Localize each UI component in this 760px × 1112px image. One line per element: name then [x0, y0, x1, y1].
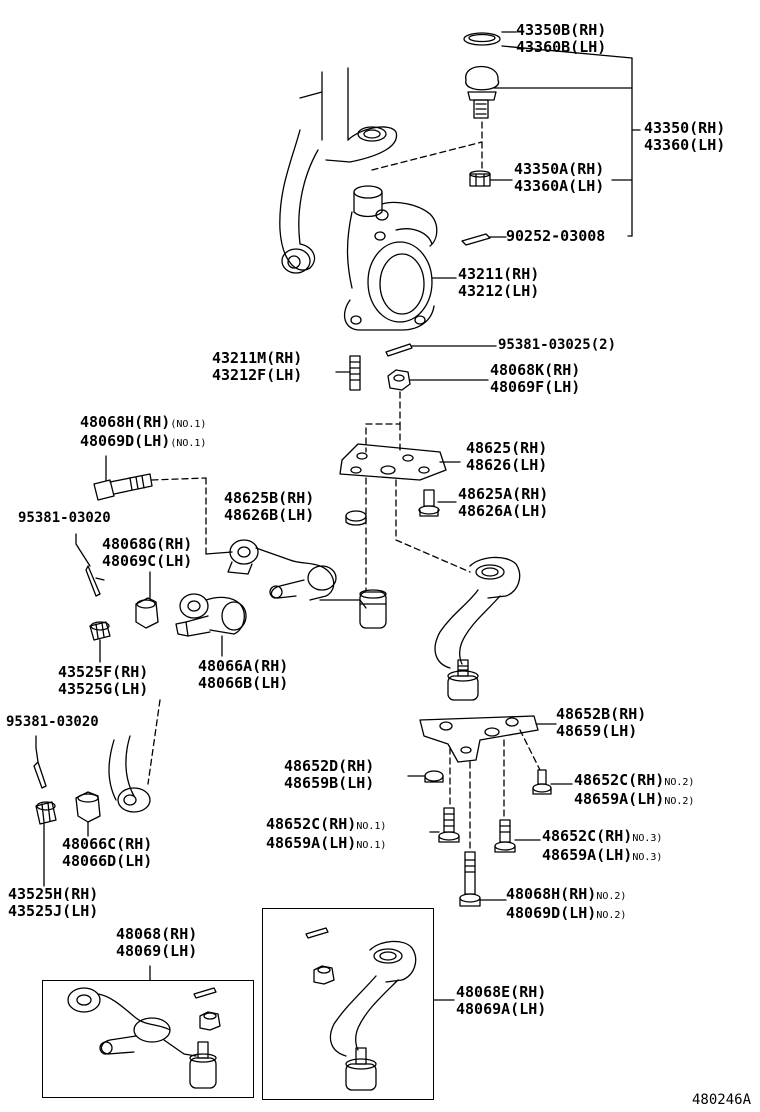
ball-joint-part — [465, 66, 500, 119]
cotter-pin-part — [461, 233, 491, 246]
label-48652d: 48652D(RH)48659B(LH) — [284, 757, 375, 792]
label-43525h: 43525H(RH)43525J(LH) — [8, 885, 99, 920]
guide-line — [371, 141, 483, 171]
label-48068k: 48068K(RH)48069F(LH) — [490, 361, 581, 396]
idler-arm-ghost-part — [108, 735, 151, 813]
label-95381-03020-upper: 95381-03020 — [18, 510, 111, 526]
label-95381-03020-lower: 95381-03020 — [6, 714, 99, 730]
cotter-pin-part — [33, 761, 47, 789]
tie-rod-end-part — [175, 593, 247, 637]
steering-knuckle-part — [343, 185, 438, 331]
label-48652b: 48652B(RH)48659(LH) — [556, 705, 647, 740]
pitman-arm-part — [434, 556, 521, 701]
flange-bolt-part — [532, 769, 552, 795]
label-48068g: 48068G(RH)48069C(LH) — [102, 535, 193, 570]
label-48068e: 48068E(RH)48069A(LH) — [456, 983, 547, 1018]
leader-line — [35, 735, 39, 763]
label-48066c: 48066C(RH)48066D(LH) — [62, 835, 153, 870]
snap-ring-part — [463, 32, 501, 46]
label-48066a: 48066A(RH)48066B(LH) — [198, 657, 289, 692]
mounting-plate-part — [339, 443, 447, 481]
tie-rod-assembly-part — [227, 539, 387, 629]
lower-bracket-part — [419, 715, 539, 763]
collar-nut-part — [135, 597, 159, 629]
stud-bolt-part — [349, 355, 361, 391]
flange-bolt-part — [438, 807, 460, 843]
label-48625: 48625(RH)48626(LH) — [466, 439, 548, 474]
label-43211m: 43211M(RH)43212F(LH) — [212, 349, 303, 384]
label-43350: 43350(RH)43360(LH) — [644, 119, 726, 154]
long-bolt-part — [93, 473, 153, 501]
leader-line — [501, 45, 633, 59]
guide-line — [147, 699, 161, 785]
guide-line — [365, 391, 401, 453]
assembly-frame-right — [262, 908, 434, 1100]
label-48068h-no2: 48068H(RH)NO.2) 48069D(LH)NO.2) — [506, 885, 627, 922]
castle-nut-part — [35, 801, 57, 825]
label-48625a: 48625A(RH)48626A(LH) — [458, 485, 549, 520]
label-48652c-no3: 48652C(RH)NO.3) 48659A(LH)NO.3) — [542, 827, 663, 864]
strut-ghost-part — [279, 67, 398, 274]
flange-nut-part — [424, 770, 444, 783]
label-43211: 43211(RH)43212(LH) — [458, 265, 540, 300]
guide-line — [395, 479, 471, 573]
label-48068h-no1: 48068H(RH)(NO.1) 48069D(LH)(NO.1) — [80, 413, 207, 450]
label-48652c-no2: 48652C(RH)NO.2) 48659A(LH)NO.2) — [574, 771, 695, 808]
label-43525f: 43525F(RH)43525G(LH) — [58, 663, 149, 698]
guide-line — [151, 477, 207, 481]
leader-line — [75, 533, 91, 567]
label-43350b: 43350B(RH)43360B(LH) — [516, 21, 607, 56]
castle-nut-part — [469, 170, 491, 187]
flange-bolt-part — [494, 819, 516, 853]
leader-line — [205, 551, 233, 555]
label-90252: 90252-03008 — [506, 227, 606, 245]
flange-nut-part — [345, 510, 367, 526]
figure-id: 480246A — [692, 1092, 752, 1108]
label-48625b: 48625B(RH)48626B(LH) — [224, 489, 315, 524]
flange-bolt-part — [418, 489, 440, 517]
castle-nut-part — [89, 621, 111, 641]
collar-nut-part — [75, 791, 101, 823]
label-95381-03025: 95381-03025(2) — [498, 337, 617, 353]
cotter-pin-part — [85, 565, 105, 597]
assembly-box-right — [305, 927, 417, 1091]
guide-line — [519, 729, 541, 771]
hex-nut-part — [387, 369, 411, 391]
label-48652c-no1: 48652C(RH)NO.1) 48659A(LH)NO.1) — [266, 815, 387, 852]
assembly-frame-left — [42, 980, 254, 1098]
long-bolt-part — [459, 851, 481, 907]
assembly-box-left — [67, 965, 221, 1089]
label-43350a: 43350A(RH)43360A(LH) — [514, 160, 605, 195]
cotter-pin-part — [385, 343, 413, 357]
label-48068: 48068(RH)48069(LH) — [116, 925, 198, 960]
